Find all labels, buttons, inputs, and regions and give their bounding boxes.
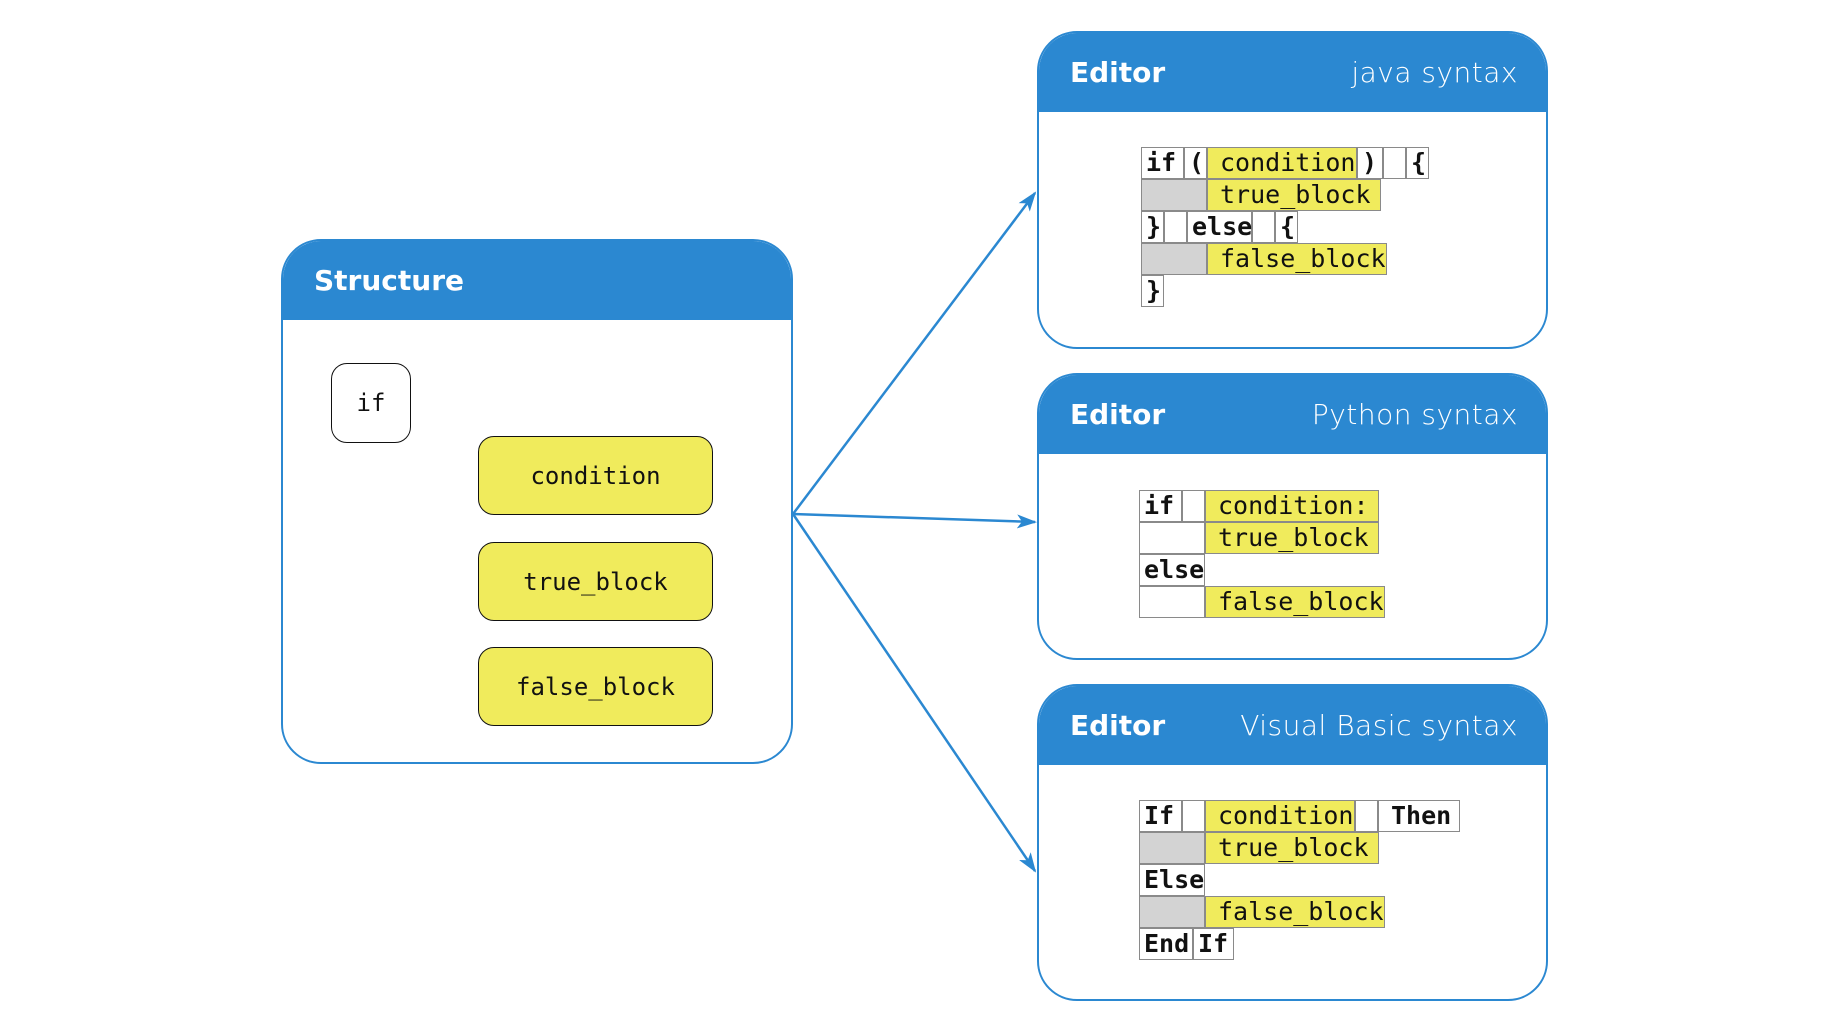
code-indent <box>1141 243 1207 275</box>
python-editor-syntax-label: Python syntax <box>1311 398 1518 431</box>
java-editor-header: Editor java syntax <box>1039 33 1546 112</box>
code-slot-true-block: true_block <box>1207 179 1381 211</box>
java-editor-panel: Editor java syntax <box>1037 31 1548 349</box>
code-token-close-brace: } <box>1141 211 1164 243</box>
code-slot-condition: condition <box>1205 800 1355 832</box>
code-indent <box>1139 586 1205 618</box>
tree-node-false-block: false_block <box>478 647 713 726</box>
code-slot-true-block: true_block <box>1205 522 1379 554</box>
code-indent <box>1139 896 1205 928</box>
arrow-to-python-editor <box>792 512 1037 529</box>
code-token-if: if <box>1139 490 1182 522</box>
code-token-else: else <box>1139 554 1205 586</box>
tree-node-if: if <box>331 363 411 443</box>
code-slot-false-block: false_block <box>1205 896 1385 928</box>
code-token-open-paren: ( <box>1184 147 1207 179</box>
vb-editor-panel: Editor Visual Basic syntax <box>1037 684 1548 1001</box>
code-token-end: End <box>1139 928 1193 960</box>
code-spacer <box>1182 490 1205 522</box>
tree-node-true-block: true_block <box>478 542 713 621</box>
code-token-close-brace-2: } <box>1141 275 1164 307</box>
python-editor-header: Editor Python syntax <box>1039 375 1546 454</box>
code-indent <box>1139 832 1205 864</box>
code-token-then: Then <box>1378 800 1460 832</box>
code-slot-condition: condition <box>1207 147 1357 179</box>
structure-panel-title: Structure <box>314 264 465 297</box>
vb-editor-header: Editor Visual Basic syntax <box>1039 686 1546 765</box>
vb-editor-syntax-label: Visual Basic syntax <box>1240 709 1518 742</box>
code-spacer <box>1355 800 1378 832</box>
code-spacer <box>1182 800 1205 832</box>
java-editor-title: Editor <box>1070 56 1166 89</box>
code-slot-condition: condition: <box>1205 490 1379 522</box>
code-token-close-paren: ) <box>1357 147 1383 179</box>
code-token-if: If <box>1139 800 1182 832</box>
code-spacer <box>1383 147 1406 179</box>
tree-node-condition: condition <box>478 436 713 515</box>
code-indent <box>1139 522 1205 554</box>
code-token-if: if <box>1141 147 1184 179</box>
structure-panel-header: Structure <box>283 241 791 320</box>
code-spacer <box>1252 211 1275 243</box>
code-token-else: Else <box>1139 864 1205 896</box>
code-slot-true-block: true_block <box>1205 832 1379 864</box>
code-spacer <box>1164 211 1187 243</box>
code-token-end-if: If <box>1193 928 1234 960</box>
python-editor-title: Editor <box>1070 398 1166 431</box>
code-slot-false-block: false_block <box>1205 586 1385 618</box>
code-slot-false-block: false_block <box>1207 243 1387 275</box>
arrow-to-java-editor <box>792 191 1037 515</box>
java-editor-syntax-label: java syntax <box>1351 56 1518 89</box>
code-indent <box>1141 179 1207 211</box>
arrow-to-vb-editor <box>791 513 1037 873</box>
code-token-else: else <box>1187 211 1252 243</box>
code-token-open-brace-2: { <box>1275 211 1298 243</box>
vb-editor-title: Editor <box>1070 709 1166 742</box>
code-token-open-brace: { <box>1406 147 1429 179</box>
